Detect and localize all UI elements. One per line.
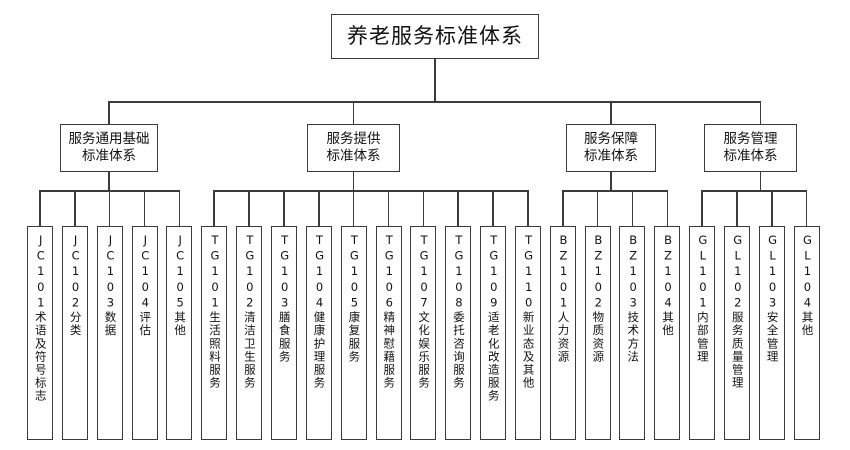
connector-leaf-stem-jc104: [143, 190, 146, 226]
connector-bus-to-jc: [108, 101, 110, 125]
connector-root-stem: [434, 59, 436, 102]
connector-leaf-stem-gl101: [701, 190, 703, 226]
leaf-node-label: BZ102物质资源: [591, 233, 606, 364]
level2-node-jc[interactable]: 服务通用基础 标准体系: [60, 124, 158, 172]
connector-leaf-stem-tg108: [457, 190, 459, 226]
connector-leaf-stem-tg109: [492, 190, 494, 226]
connector-leaf-stem-tg102: [248, 190, 250, 226]
leaf-node-tg103[interactable]: TG103膳食服务: [270, 226, 297, 440]
connector-leaf-stem-bz101: [561, 190, 564, 226]
connector-leaf-stem-tg107: [422, 190, 425, 226]
leaf-node-label: GL104其他: [800, 233, 815, 338]
leaf-node-label: TG109适老化改造服务: [486, 233, 501, 403]
leaf-node-label: JC105其他: [173, 233, 188, 338]
connector-group-bus-bz: [561, 190, 669, 192]
connector-leaf-stem-tg103: [283, 190, 285, 226]
leaf-node-label: JC101术语及符号标志: [33, 233, 48, 403]
connector-leaf-stem-gl104: [805, 190, 808, 226]
connector-leaf-stem-tg101: [213, 190, 216, 226]
connector-bus-to-bz: [610, 101, 612, 125]
leaf-node-tg107[interactable]: TG107文化娱乐服务: [410, 226, 437, 440]
leaf-node-label: TG103膳食服务: [277, 233, 292, 364]
connector-bz-stem: [610, 172, 612, 190]
leaf-node-label: TG101生活照料服务: [208, 233, 222, 390]
connector-bus-to-tg: [352, 101, 355, 125]
leaf-node-label: GL102服务质量管理: [730, 233, 745, 390]
leaf-node-gl104[interactable]: GL104其他: [793, 226, 820, 440]
connector-gl-stem: [759, 172, 762, 190]
level2-label-bz: 服务保障 标准体系: [584, 131, 638, 164]
connector-leaf-stem-gl102: [736, 190, 738, 226]
connector-leaf-stem-bz104: [666, 190, 669, 226]
leaf-node-gl101[interactable]: GL101内部管理: [689, 226, 716, 440]
leaf-node-label: BZ104其他: [661, 233, 676, 338]
leaf-node-tg106[interactable]: TG106精神慰藉服务: [375, 226, 402, 440]
connector-leaf-stem-tg110: [527, 190, 529, 226]
leaf-node-label: TG107文化娱乐服务: [417, 233, 432, 390]
connector-leaf-stem-bz102: [596, 190, 599, 226]
leaf-node-jc101[interactable]: JC101术语及符号标志: [27, 226, 53, 440]
leaf-node-label: TG102清洁卫生服务: [242, 233, 257, 390]
leaf-node-tg101[interactable]: TG101生活照料服务: [201, 226, 228, 440]
connector-leaf-stem-tg105: [352, 190, 355, 226]
leaf-node-label: BZ103技术方法: [626, 233, 641, 364]
connector-leaf-stem-bz103: [631, 190, 634, 226]
root-node-label: 养老服务标准体系: [347, 24, 523, 49]
connector-leaf-stem-tg104: [318, 190, 320, 226]
leaf-node-tg105[interactable]: TG105康复服务: [340, 226, 367, 440]
connector-leaf-stem-jc105: [178, 190, 181, 226]
leaf-node-jc104[interactable]: JC104评估: [131, 226, 158, 440]
connector-leaf-stem-tg106: [387, 190, 390, 226]
leaf-node-tg109[interactable]: TG109适老化改造服务: [480, 226, 507, 440]
connector-bus-to-gl: [759, 101, 762, 125]
connector-tg-stem: [352, 172, 355, 190]
connector-group-bus-tg: [213, 190, 529, 192]
leaf-node-tg108[interactable]: TG108委托咨询服务: [445, 226, 472, 440]
leaf-node-label: TG104健康护理服务: [312, 233, 327, 390]
level2-node-gl[interactable]: 服务管理 标准体系: [704, 124, 797, 172]
leaf-node-label: TG106精神慰藉服务: [382, 233, 397, 390]
level2-label-tg: 服务提供 标准体系: [326, 131, 381, 164]
leaf-node-tg102[interactable]: TG102清洁卫生服务: [236, 226, 263, 440]
leaf-node-label: JC104评估: [138, 233, 153, 338]
connector-jc-stem: [108, 172, 110, 190]
level2-node-bz[interactable]: 服务保障 标准体系: [566, 124, 656, 172]
leaf-node-gl102[interactable]: GL102服务质量管理: [724, 226, 750, 440]
level2-node-tg[interactable]: 服务提供 标准体系: [307, 124, 400, 172]
leaf-node-jc105[interactable]: JC105其他: [166, 226, 193, 440]
leaf-node-label: GL103安全管理: [765, 233, 780, 364]
leaf-node-label: GL101内部管理: [695, 233, 710, 364]
level2-label-jc: 服务通用基础 标准体系: [68, 131, 150, 164]
leaf-node-bz103[interactable]: BZ103技术方法: [619, 226, 646, 440]
leaf-node-label: JC102分类: [68, 233, 83, 338]
leaf-node-label: JC103数据: [103, 233, 118, 338]
leaf-node-jc103[interactable]: JC103数据: [96, 226, 123, 440]
leaf-node-label: TG110新业态及其他: [521, 233, 536, 390]
leaf-node-bz101[interactable]: BZ101人力资源: [549, 226, 576, 440]
leaf-node-bz102[interactable]: BZ102物质资源: [584, 226, 611, 440]
connector-level2-bus: [108, 101, 760, 103]
connector-leaf-stem-jc101: [39, 190, 41, 226]
leaf-node-label: TG108委托咨询服务: [451, 233, 466, 390]
connector-leaf-stem-gl103: [771, 190, 773, 226]
connector-leaf-stem-jc102: [74, 190, 76, 226]
leaf-node-label: BZ101人力资源: [556, 233, 571, 364]
leaf-node-tg110[interactable]: TG110新业态及其他: [514, 226, 541, 440]
level2-label-gl: 服务管理 标准体系: [723, 131, 778, 164]
leaf-node-gl103[interactable]: GL103安全管理: [758, 226, 785, 440]
connector-leaf-stem-jc103: [108, 190, 111, 226]
root-node-service-standard-system[interactable]: 养老服务标准体系: [331, 14, 539, 59]
leaf-node-bz104[interactable]: BZ104其他: [654, 226, 681, 440]
connector-group-bus-gl: [701, 190, 808, 192]
leaf-node-label: TG105康复服务: [347, 233, 362, 364]
leaf-node-jc102[interactable]: JC102分类: [61, 226, 88, 440]
leaf-node-tg104[interactable]: TG104健康护理服务: [305, 226, 332, 440]
